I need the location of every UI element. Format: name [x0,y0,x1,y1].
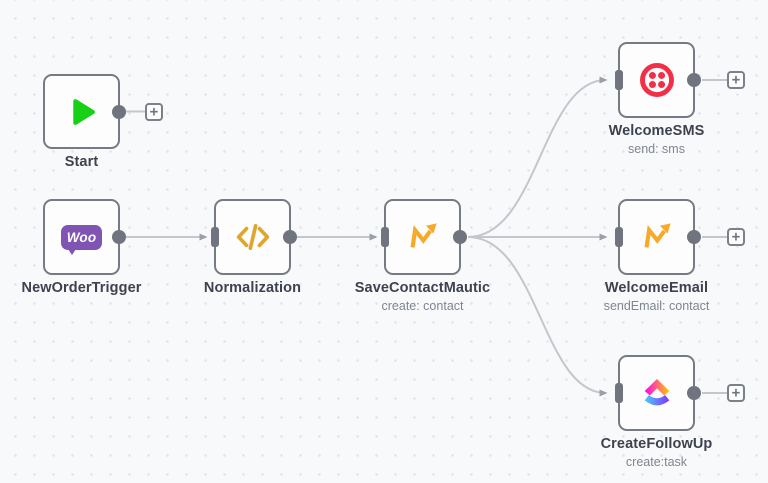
play-icon [62,92,102,132]
node-welcome-email[interactable]: WelcomeEmail sendEmail: contact [604,199,709,313]
plus-icon: + [731,72,741,88]
input-connector[interactable] [615,227,623,247]
woocommerce-icon: Woo [61,224,102,255]
plus-icon: + [149,104,159,120]
node-label: Start [64,154,99,170]
node-normalization[interactable]: Normalization [204,199,301,296]
node-label: WelcomeEmail [604,280,709,296]
output-connector[interactable] [687,73,701,87]
output-connector[interactable] [687,386,701,400]
node-start[interactable]: Start [43,74,126,170]
node-label: CreateFollowUp [600,436,713,452]
edge-savecontact-createfollowup[interactable] [467,236,608,397]
output-connector[interactable] [687,230,701,244]
mautic-icon [638,218,676,256]
node-create-follow-up[interactable]: CreateFollowUp create:task [601,355,712,469]
node-label: WelcomeSMS [608,123,705,139]
output-connector[interactable] [283,230,297,244]
edge-savecontact-welcomesms[interactable] [467,76,608,238]
node-label: SaveContactMautic [354,280,491,296]
node-welcome-sms[interactable]: WelcomeSMS send: sms [609,42,704,156]
add-node-button[interactable]: + [727,384,745,402]
code-icon [232,216,274,258]
node-subtitle: create:task [625,455,688,469]
node-label: NewOrderTrigger [21,280,142,296]
clickup-icon [637,373,677,413]
input-connector[interactable] [211,227,219,247]
output-connector[interactable] [112,104,126,119]
output-connector[interactable] [112,230,126,244]
node-new-order-trigger[interactable]: Woo NewOrderTrigger [22,199,141,296]
node-subtitle: sendEmail: contact [603,299,710,313]
node-subtitle: send: sms [628,142,685,156]
woocommerce-icon-text: Woo [66,229,97,245]
twilio-icon [636,59,678,101]
add-node-button[interactable]: + [145,103,163,121]
output-connector[interactable] [453,230,467,244]
input-connector[interactable] [615,383,623,403]
plus-icon: + [731,229,741,245]
input-connector[interactable] [381,227,389,247]
add-node-button[interactable]: + [727,71,745,89]
input-connector[interactable] [615,70,623,90]
node-save-contact-mautic[interactable]: SaveContactMautic create: contact [355,199,490,313]
plus-icon: + [731,385,741,401]
node-label: Normalization [203,280,302,296]
add-node-button[interactable]: + [727,228,745,246]
node-subtitle: create: contact [381,299,464,313]
mautic-icon [404,218,442,256]
